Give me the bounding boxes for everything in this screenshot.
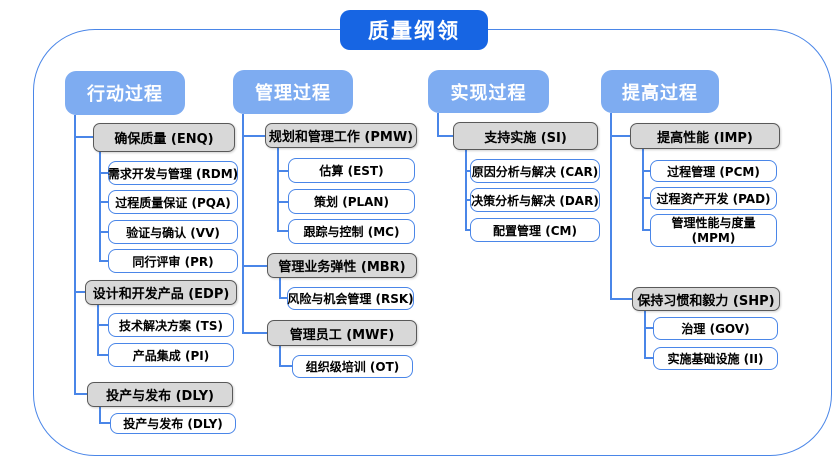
node-ii: 实施基础设施 (II) [653, 347, 778, 370]
node-edp: 设计和开发产品 (EDP) [85, 280, 237, 305]
node-rsk: 风险与机会管理 (RSK) [287, 287, 414, 310]
node-ot: 组织级培训 (OT) [292, 355, 413, 378]
connector-line [74, 136, 93, 138]
connector-line [279, 346, 281, 366]
connector-line [99, 201, 108, 203]
connector-line [465, 150, 467, 230]
diagram-title: 质量纲领 [340, 10, 488, 50]
header-action-process: 行动过程 [65, 71, 185, 115]
connector-line [99, 231, 108, 233]
connector-line [277, 170, 288, 172]
node-plan: 策划 (PLAN) [288, 189, 415, 214]
node-car: 原因分析与解决 (CAR) [470, 159, 600, 183]
connector-line [242, 114, 244, 333]
connector-line [99, 172, 108, 174]
connector-line [644, 311, 646, 358]
header-improvement-process: 提高过程 [601, 70, 719, 113]
connector-line [642, 170, 650, 172]
node-imp: 提高性能 (IMP) [630, 123, 780, 149]
connector-line [97, 324, 108, 326]
connector-line [465, 170, 470, 172]
connector-line [279, 365, 292, 367]
connector-line [642, 197, 650, 199]
node-pr: 同行评审 (PR) [108, 249, 238, 273]
header-implementation-process: 实现过程 [428, 70, 549, 113]
connector-line [437, 135, 453, 137]
connector-line [279, 278, 281, 298]
node-est: 估算 (EST) [288, 158, 415, 183]
connector-line [74, 393, 87, 395]
node-pmw: 规划和管理工作 (PMW) [265, 123, 417, 148]
header-management-process: 管理过程 [233, 70, 353, 114]
node-enq: 确保质量 (ENQ) [93, 123, 235, 152]
connector-line [242, 135, 265, 137]
node-gov: 治理 (GOV) [653, 317, 778, 340]
node-mpm: 管理性能与度量 (MPM) [650, 214, 777, 247]
node-vv: 验证与确认 (VV) [108, 220, 238, 244]
connector-line [277, 230, 288, 232]
connector-line [644, 357, 653, 359]
connector-line [242, 332, 267, 334]
connector-line [610, 298, 632, 300]
connector-line [642, 229, 650, 231]
connector-line [97, 354, 108, 356]
connector-line [437, 113, 439, 136]
connector-line [277, 148, 279, 231]
connector-line [465, 229, 470, 231]
connector-line [465, 199, 470, 201]
node-dly-child: 投产与发布 (DLY) [110, 413, 236, 434]
connector-line [279, 297, 287, 299]
connector-line [99, 422, 110, 424]
connector-line [99, 407, 101, 423]
connector-line [97, 305, 99, 355]
node-rdm: 需求开发与管理 (RDM) [108, 161, 238, 185]
connector-line [74, 115, 76, 394]
node-pad: 过程资产开发 (PAD) [650, 187, 777, 210]
connector-line [74, 291, 85, 293]
connector-line [99, 152, 101, 261]
node-dar: 决策分析与解决 (DAR) [470, 188, 600, 212]
node-pqa: 过程质量保证 (PQA) [108, 190, 238, 214]
connector-line [644, 327, 653, 329]
connector-line [610, 135, 630, 137]
connector-line [99, 260, 108, 262]
node-mc: 跟踪与控制 (MC) [288, 219, 415, 244]
connector-line [642, 149, 644, 230]
connector-line [242, 265, 267, 267]
node-dly: 投产与发布 (DLY) [87, 382, 233, 407]
node-ts: 技术解决方案 (TS) [108, 313, 234, 337]
node-pi: 产品集成 (PI) [108, 343, 234, 367]
connector-line [277, 201, 288, 203]
node-mwf: 管理员工 (MWF) [267, 320, 417, 346]
node-shp: 保持习惯和毅力 (SHP) [632, 287, 780, 311]
node-pcm: 过程管理 (PCM) [650, 160, 777, 182]
connector-line [610, 113, 612, 299]
node-si: 支持实施 (SI) [453, 122, 598, 150]
node-mbr: 管理业务弹性 (MBR) [267, 253, 417, 278]
node-cm: 配置管理 (CM) [470, 218, 600, 242]
